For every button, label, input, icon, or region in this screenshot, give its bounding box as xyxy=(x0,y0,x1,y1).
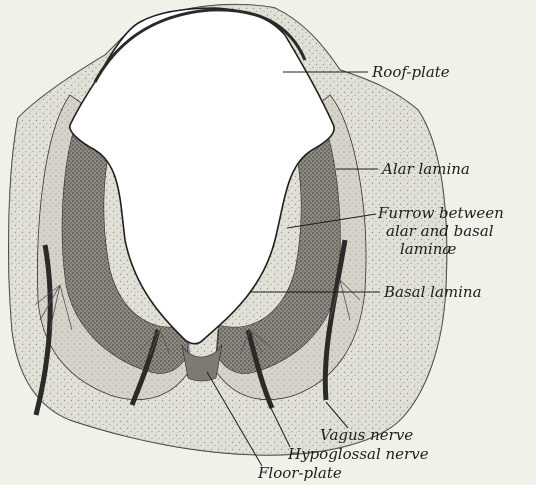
floor-plate-label: Floor-plate xyxy=(257,464,342,482)
alar-lamina-label: Alar lamina xyxy=(380,160,470,178)
furrow-label-line2: alar and basal xyxy=(386,222,494,240)
furrow-label-line3: laminæ xyxy=(400,240,457,258)
roof-plate-label: Roof-plate xyxy=(371,63,450,81)
vagus-nerve-label: Vagus nerve xyxy=(320,426,413,444)
basal-lamina-label: Basal lamina xyxy=(383,283,482,301)
furrow-label-line1: Furrow between xyxy=(377,204,504,222)
hypoglossal-nerve-label: Hypoglossal nerve xyxy=(287,445,429,463)
